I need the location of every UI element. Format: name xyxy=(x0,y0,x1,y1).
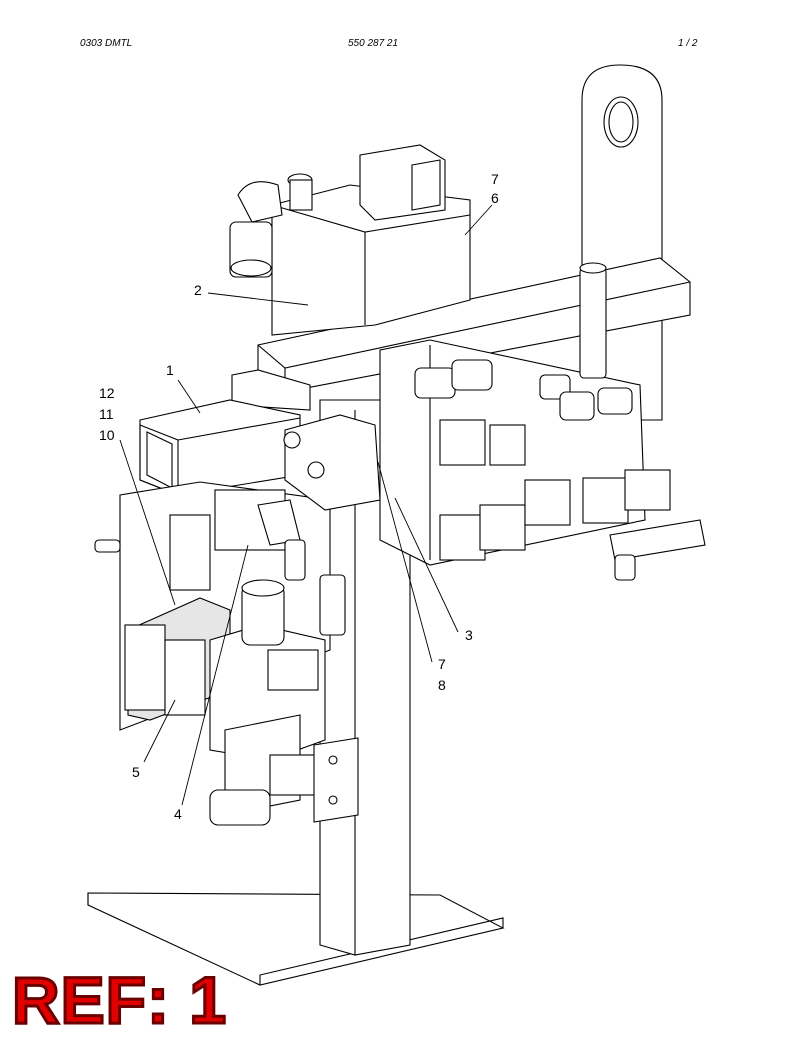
callout-3: 3 xyxy=(465,627,473,643)
leader-lines xyxy=(119,204,493,806)
part-number: 550 287 21 xyxy=(348,38,399,49)
callout-7-top: 7 xyxy=(491,171,499,187)
ref-label: REF: 1 xyxy=(10,962,228,1038)
valve-caps xyxy=(414,359,633,421)
solenoid-coils xyxy=(439,419,671,561)
callout-1: 1 xyxy=(166,362,174,378)
page-number: 1 / 2 xyxy=(678,38,698,49)
callout-6: 6 xyxy=(491,190,499,206)
callout-2: 2 xyxy=(194,282,202,298)
callout-12: 12 xyxy=(99,385,115,401)
callout-7-bottom: 7 xyxy=(438,656,446,672)
callout-10: 10 xyxy=(99,427,115,443)
pressure-switch xyxy=(579,267,607,379)
square-tube xyxy=(139,399,301,496)
callout-8: 8 xyxy=(438,677,446,693)
callout-5: 5 xyxy=(132,764,140,780)
callout-4: 4 xyxy=(174,806,182,822)
callout-11: 11 xyxy=(99,406,114,422)
document-code: 0303 DMTL xyxy=(80,38,133,49)
